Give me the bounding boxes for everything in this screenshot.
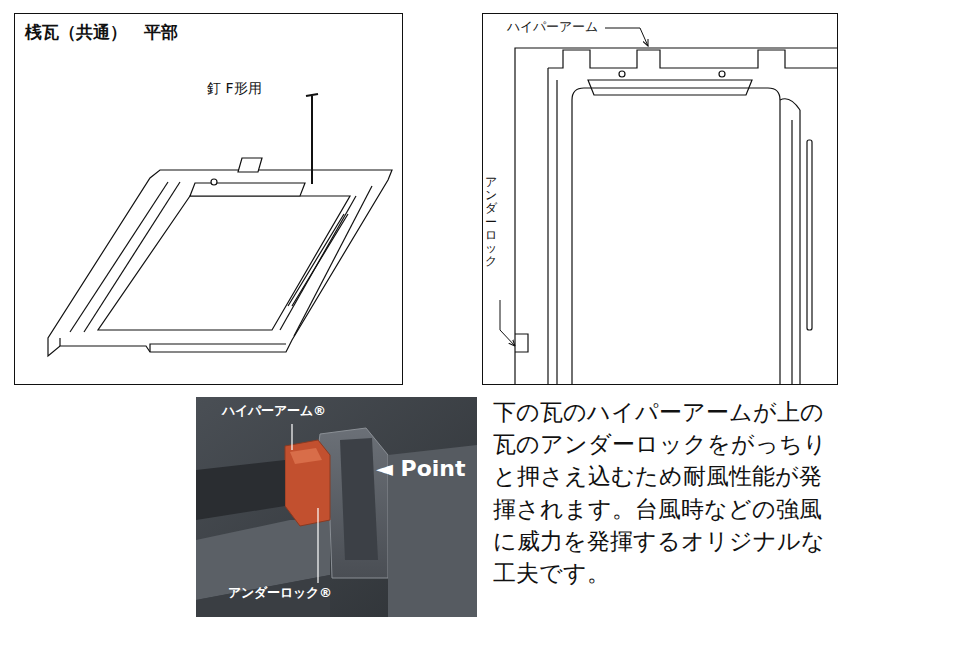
tile-photo	[196, 397, 477, 617]
description-text: 下の瓦のハイパーアームが上の瓦のアンダーロックをがっちりと押さえ込むため耐風性能…	[493, 396, 833, 589]
drawing-panel: ハイパーアームアンダーロック	[482, 13, 838, 385]
panel-title: 桟瓦（共通） 平部	[25, 22, 178, 42]
tile-plan	[515, 48, 838, 385]
part-label: アンダーロック®	[228, 585, 332, 601]
leader-line	[292, 424, 318, 583]
photo-panel: ハイパーアーム® ◄ Point アンダーロック®	[196, 397, 477, 617]
tile-perspective	[48, 158, 392, 356]
leader-line	[500, 28, 648, 346]
nail	[306, 94, 318, 184]
part-label: ハイパーアーム	[507, 19, 598, 35]
point-label: ◄ Point	[376, 456, 466, 482]
drawing-panel: 桟瓦（共通） 平部釘 F形用	[14, 13, 403, 385]
part-label: 釘 F形用	[207, 80, 262, 97]
part-label: ハイパーアーム®	[222, 403, 326, 419]
part-label: アンダーロック	[485, 176, 497, 268]
